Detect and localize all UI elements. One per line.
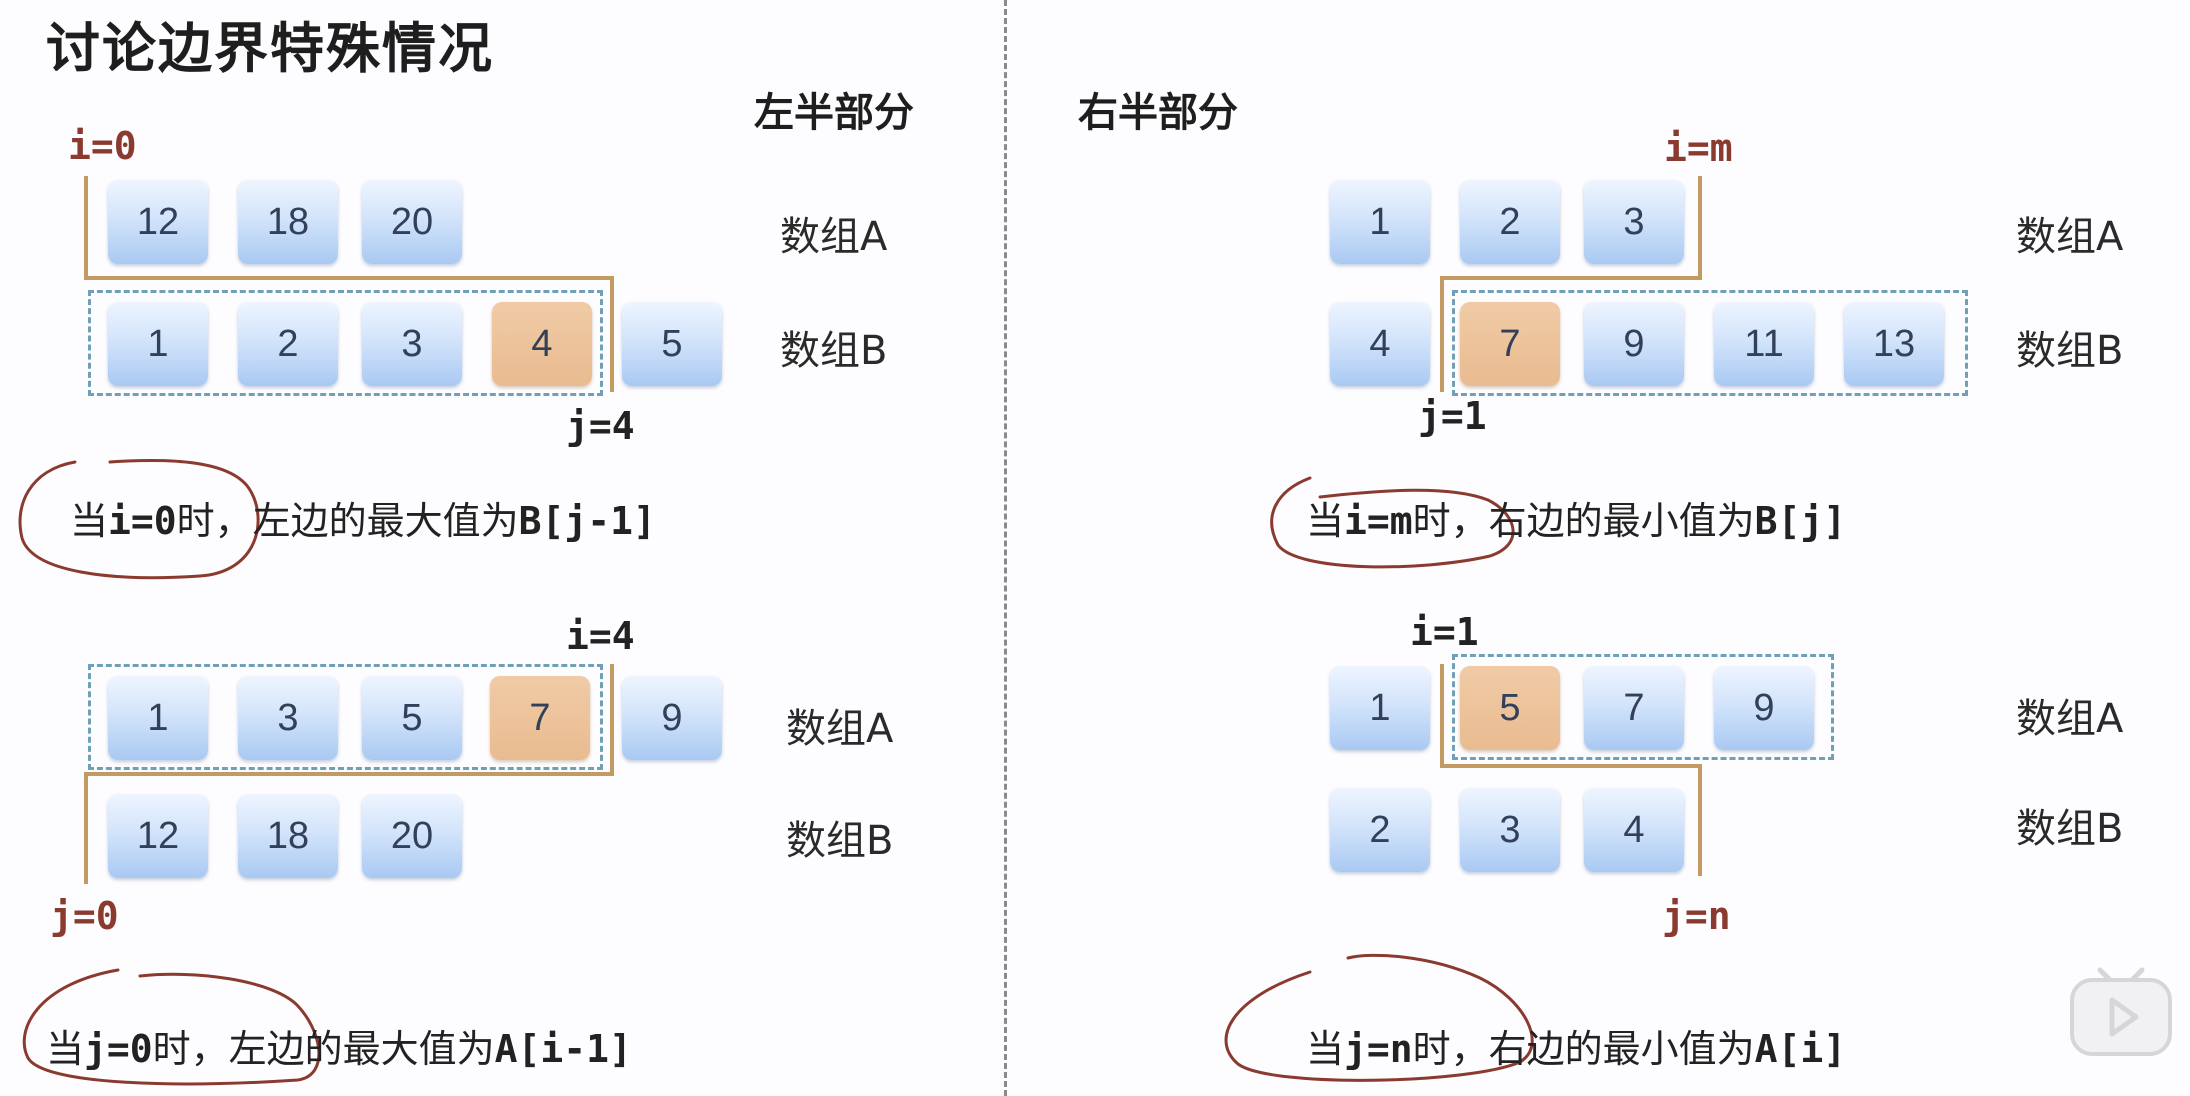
array-b-cell: 4	[1584, 788, 1684, 872]
video-play-button[interactable]	[2066, 960, 2176, 1060]
i-index-label: i=m	[1664, 126, 1733, 170]
array-a-cell: 1	[1330, 666, 1430, 750]
partition-line	[610, 664, 614, 774]
array-b-cell: 3	[362, 302, 462, 386]
boundary-caption: 当i=m时，右边的最小值为B[j]	[1306, 499, 1847, 543]
boundary-caption: 当j=n时，右边的最小值为A[i]	[1306, 1027, 1847, 1071]
array-b-cell: 1	[108, 302, 208, 386]
array-a-label: 数组A	[780, 214, 888, 260]
j-index-label: j=1	[1418, 394, 1487, 438]
array-b-cell: 18	[238, 794, 338, 878]
left-part-box	[88, 664, 603, 770]
array-b-cell: 13	[1844, 302, 1944, 386]
array-b-cell: 4	[1330, 302, 1430, 386]
boundary-caption: 当j=0时，左边的最大值为A[i-1]	[46, 1027, 632, 1071]
array-b-cell-highlighted: 7	[1460, 302, 1560, 386]
array-b-cell-highlighted: 4	[492, 302, 592, 386]
array-a-cell: 5	[362, 676, 462, 760]
j-index-label: j=n	[1662, 894, 1731, 938]
left-half-title: 左半部分	[754, 90, 914, 136]
partition-line	[1698, 176, 1702, 280]
array-a-cell: 1	[108, 676, 208, 760]
i-index-label: i=0	[68, 124, 137, 168]
j-index-label: j=4	[566, 404, 635, 448]
array-b-cell: 20	[362, 794, 462, 878]
array-b-cell: 12	[108, 794, 208, 878]
partition-line	[84, 276, 614, 280]
array-a-cell: 1	[1330, 180, 1430, 264]
right-part-box	[1452, 654, 1834, 760]
array-b-cell: 2	[238, 302, 338, 386]
array-b-label: 数组B	[2016, 328, 2124, 374]
array-a-cell: 2	[1460, 180, 1560, 264]
array-b-label: 数组B	[780, 328, 888, 374]
partition-line	[1440, 664, 1444, 768]
boundary-caption: 当i=0时，左边的最大值为B[j-1]	[70, 499, 656, 543]
j-index-label: j=0	[50, 894, 119, 938]
partition-line	[610, 276, 614, 392]
array-b-cell: 9	[1584, 302, 1684, 386]
array-a-cell: 9	[622, 676, 722, 760]
right-part-box	[1452, 290, 1968, 396]
i-index-label: i=4	[566, 614, 635, 658]
array-a-cell: 3	[1584, 180, 1684, 264]
array-a-cell-highlighted: 7	[490, 676, 590, 760]
array-a-cell: 12	[108, 180, 208, 264]
array-b-cell: 5	[622, 302, 722, 386]
partition-line	[84, 772, 614, 776]
page-title: 讨论边界特殊情况	[46, 17, 494, 80]
array-a-cell: 3	[238, 676, 338, 760]
array-b-cell: 11	[1714, 302, 1814, 386]
array-b-cell: 3	[1460, 788, 1560, 872]
array-b-label: 数组B	[2016, 806, 2124, 852]
array-a-label: 数组A	[2016, 214, 2124, 260]
partition-line	[84, 176, 88, 280]
array-a-cell-highlighted: 5	[1460, 666, 1560, 750]
right-half-title: 右半部分	[1078, 90, 1238, 136]
array-a-cell: 7	[1584, 666, 1684, 750]
partition-line	[1698, 764, 1702, 876]
play-icon	[2070, 967, 2172, 1056]
array-a-label: 数组A	[2016, 696, 2124, 742]
center-divider	[1004, 0, 1007, 1096]
array-a-cell: 18	[238, 180, 338, 264]
array-a-cell: 20	[362, 180, 462, 264]
partition-line	[84, 772, 88, 884]
i-index-label: i=1	[1410, 610, 1479, 654]
partition-line	[1440, 276, 1444, 392]
left-part-box	[88, 290, 603, 396]
array-b-cell: 2	[1330, 788, 1430, 872]
array-a-label: 数组A	[786, 706, 894, 752]
array-a-cell: 9	[1714, 666, 1814, 750]
array-b-label: 数组B	[786, 818, 894, 864]
partition-line	[1440, 276, 1702, 280]
partition-line	[1440, 764, 1702, 768]
